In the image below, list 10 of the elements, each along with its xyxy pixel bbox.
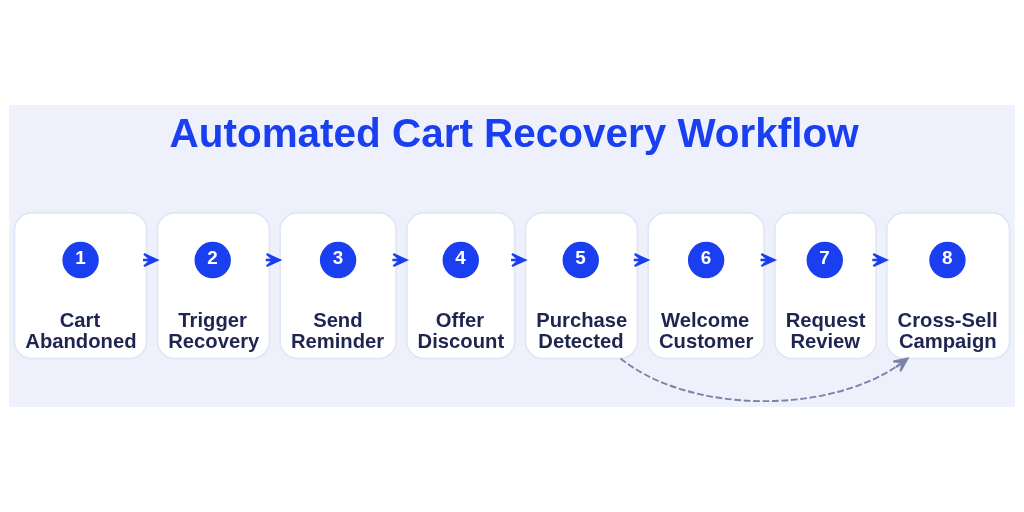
- node-circle: 5: [562, 241, 599, 279]
- node-circle: 3: [319, 241, 357, 279]
- node-circle: 6: [687, 241, 725, 279]
- diagram-title: Automated Cart Recovery Workflow: [169, 109, 859, 156]
- arrow: [619, 357, 909, 402]
- node-circle: 8: [929, 241, 966, 279]
- node-circle: 2: [194, 241, 231, 279]
- node-circle: 4: [442, 241, 479, 279]
- node-circle: 1: [62, 241, 99, 279]
- node-circle: 7: [806, 241, 843, 279]
